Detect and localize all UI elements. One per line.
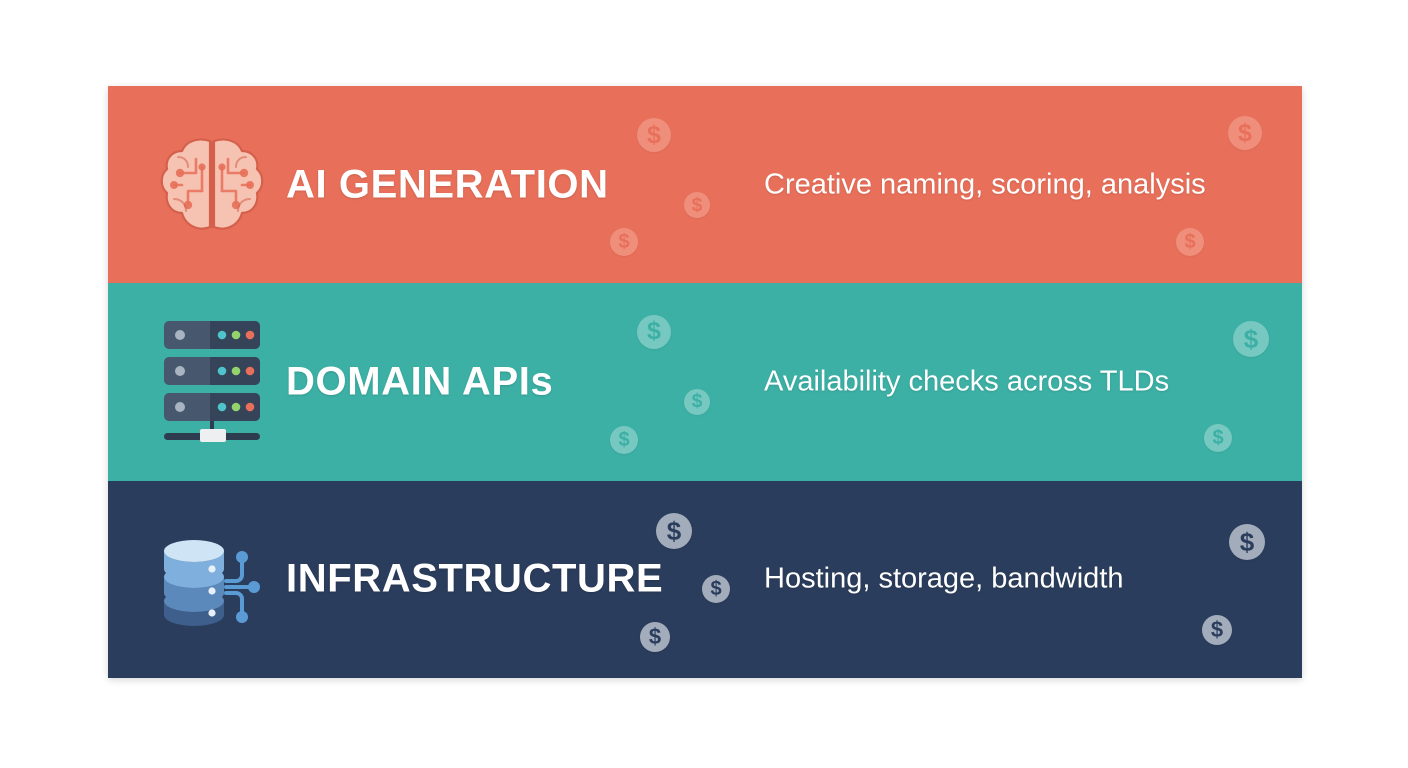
dollar-coin-icon: $ [656, 512, 692, 549]
row-subtitle-ai-generation: Creative naming, scoring, analysis [764, 168, 1206, 201]
row-title-infrastructure: INFRASTRUCTURE [286, 556, 664, 601]
dollar-coin-icon: $ [610, 228, 638, 256]
dollar-coin-icon: $ [1176, 228, 1204, 256]
dollar-coin-icon: $ [640, 621, 670, 652]
dollar-coin-icon: $ [1229, 523, 1265, 560]
dollar-coin-icon: $ [702, 574, 730, 603]
dollar-coin-icon: $ [637, 314, 671, 349]
feature-row-infrastructure[interactable]: $ $ $ $ $ INFRASTRUCTURE Hosting, storage, ba… [108, 480, 1302, 678]
database-nodes-icon [164, 540, 260, 627]
feature-row-ai-generation[interactable]: $ $ $ $ $ [108, 86, 1302, 284]
row-title-ai-generation: AI GENERATION [286, 162, 609, 207]
dollar-coin-icon: $ [610, 425, 638, 454]
dollar-coin-icon: $ [1233, 320, 1269, 357]
feature-row-domain-apis[interactable]: $ $ $ $ $ DOMAIN APIs Availability checks acr… [108, 283, 1302, 481]
server-rack-icon [164, 320, 260, 442]
dollar-coin-icon: $ [1202, 614, 1232, 645]
feature-stack-card: $ $ $ $ $ [108, 86, 1302, 678]
dollar-coin-icon: $ [684, 192, 710, 218]
dollar-coin-icon: $ [1204, 423, 1232, 452]
row-icon-infrastructure [153, 523, 271, 635]
dollar-coin-icon: $ [1228, 116, 1262, 150]
dollar-coin-icon: $ [684, 388, 710, 415]
row-subtitle-infrastructure: Hosting, storage, bandwidth [764, 562, 1124, 595]
row-title-domain-apis: DOMAIN APIs [286, 359, 554, 404]
row-icon-ai-generation [153, 129, 271, 241]
row-icon-domain-apis [153, 320, 271, 442]
brain-circuit-icon [160, 138, 264, 230]
dollar-coin-icon: $ [637, 118, 671, 152]
row-subtitle-domain-apis: Availability checks across TLDs [764, 365, 1170, 398]
